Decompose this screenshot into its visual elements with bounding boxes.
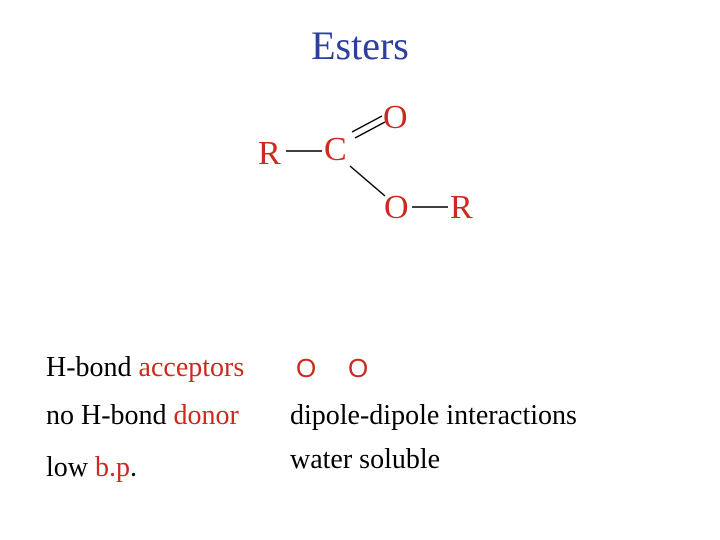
atom-r-left: R [258, 135, 281, 172]
dipole-line: dipole-dipole interactions [290, 400, 577, 431]
donor-line: no H-bond donor [46, 400, 239, 432]
water-line: water soluble [290, 444, 441, 475]
bp-line: low b.p. [46, 452, 137, 484]
low-prefix: low [46, 452, 95, 483]
acceptors-highlight: acceptors [138, 352, 245, 383]
acceptors-line: H-bond acceptors [46, 352, 244, 384]
atom-o-ether: O [384, 189, 409, 226]
bond-c-o-double-2 [354, 121, 386, 139]
atom-c: C [324, 131, 347, 168]
atom-o-carbonyl: O [383, 99, 408, 136]
acceptors-prefix: H-bond [46, 352, 139, 383]
donor-prefix: no H-bond [46, 400, 174, 431]
acceptor-o1: O [296, 353, 317, 383]
bond-c-o-single [349, 165, 386, 197]
bp-highlight: b.p [95, 452, 130, 483]
slide-title: Esters [311, 23, 409, 68]
ester-structure: R C O O R [258, 99, 473, 226]
bond-c-o-double-1 [351, 115, 383, 133]
low-suffix: . [130, 452, 137, 483]
donor-highlight: donor [173, 400, 239, 431]
atom-r-right: R [450, 189, 473, 226]
acceptor-o2: O [348, 353, 369, 383]
